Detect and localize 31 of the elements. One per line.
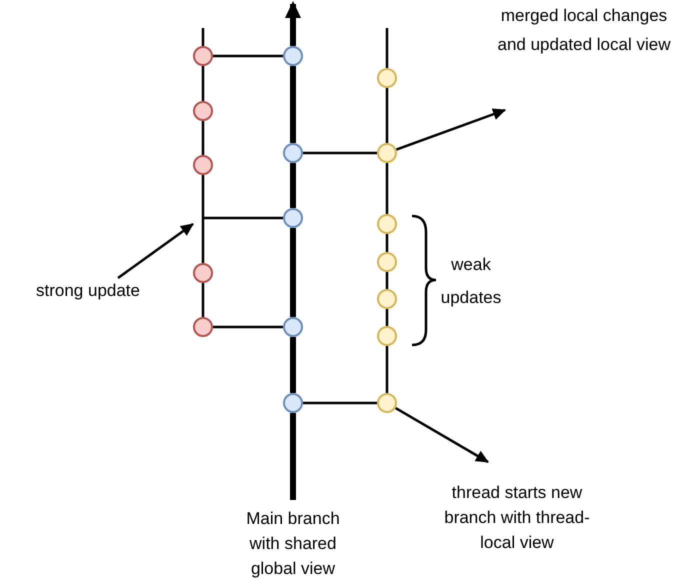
annotation-text: merged local changes and updated local view	[496, 5, 672, 56]
connector-line	[202, 28, 204, 46]
connector-line	[202, 66, 204, 101]
branch-line	[290, 163, 296, 208]
connector-line	[213, 326, 283, 328]
connector-line	[202, 121, 204, 155]
connector-line	[386, 234, 388, 252]
brace-label: weak updates	[440, 254, 502, 309]
connector-line	[386, 88, 388, 143]
connector-line	[303, 402, 377, 404]
connector-line	[386, 346, 388, 393]
annotation-text: strong update	[36, 280, 140, 302]
connector-line	[386, 309, 388, 326]
branch-line	[290, 413, 296, 500]
connector-line	[386, 163, 388, 214]
connector-line	[202, 283, 204, 317]
connector-line	[202, 175, 204, 263]
connector-line	[213, 54, 283, 58]
arrow	[395, 406, 489, 464]
annotation-text: thread starts new branch with thread-local view	[443, 482, 591, 554]
connector-line	[303, 152, 377, 154]
connector-line	[386, 272, 388, 289]
connector-line	[203, 216, 283, 220]
branch-arrow	[285, 1, 301, 46]
branch-line	[290, 228, 296, 317]
arrow	[396, 108, 506, 151]
arrow	[117, 222, 194, 280]
branch-line	[290, 66, 296, 143]
branch-caption: Main branch with shared global view	[245, 508, 341, 580]
branch-line	[290, 337, 296, 393]
connector-line	[386, 28, 388, 68]
